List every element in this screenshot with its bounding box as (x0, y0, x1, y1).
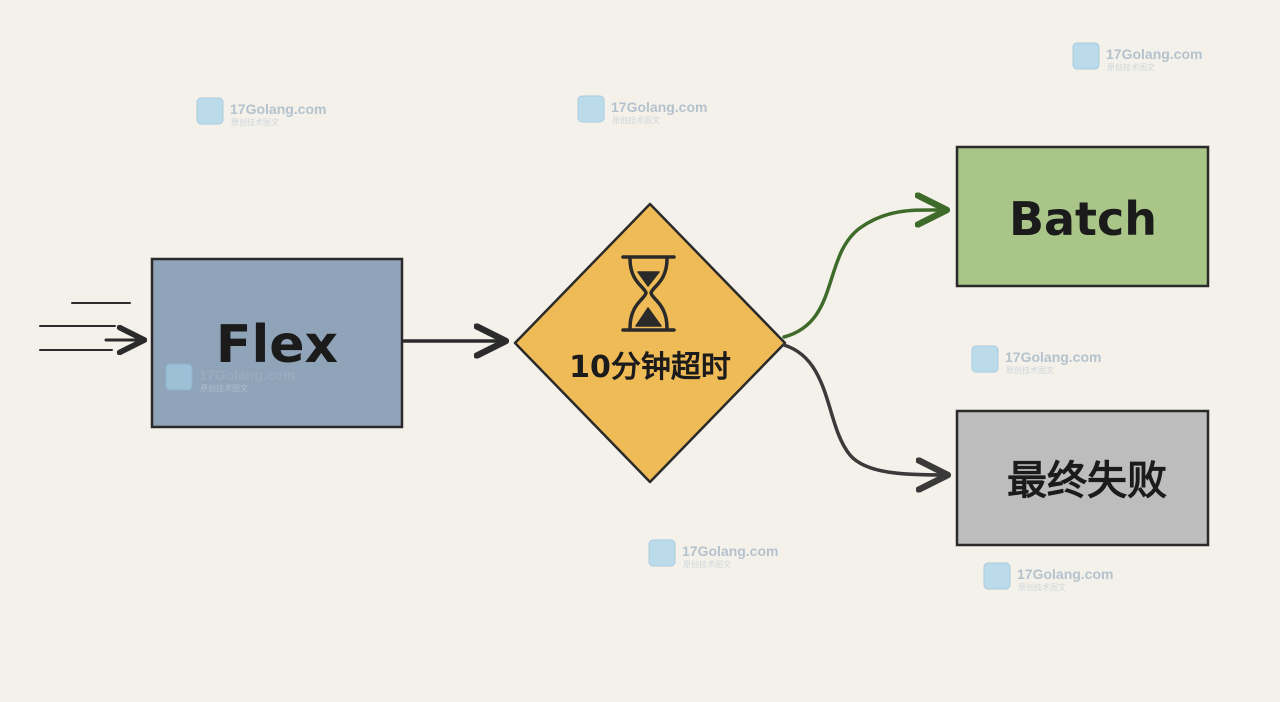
watermark-subtitle: 原创技术图文 (1018, 582, 1066, 592)
node-batch-label: Batch (1009, 192, 1157, 246)
watermark-subtitle: 原创技术图文 (612, 115, 660, 125)
watermark-subtitle: 原创技术图文 (200, 383, 248, 393)
node-flex-label: Flex (216, 315, 338, 375)
node-final-failure-box (955, 409, 1210, 547)
watermark-logo (196, 97, 224, 125)
edge-timeout-to-final-failure (782, 343, 945, 475)
watermark: 17Golang.com 原创技术图文 (165, 363, 295, 393)
node-timeout-diamond (513, 202, 787, 484)
watermark: 17Golang.com 原创技术图文 (983, 562, 1113, 592)
watermark-title: 17Golang.com (682, 543, 778, 559)
watermark: 17Golang.com 原创技术图文 (577, 95, 707, 125)
watermark-subtitle: 原创技术图文 (1006, 365, 1054, 375)
watermark: 17Golang.com 原创技术图文 (648, 539, 778, 569)
watermark-title: 17Golang.com (1106, 46, 1202, 62)
watermark: 17Golang.com 原创技术图文 (1072, 42, 1202, 72)
watermark-title: 17Golang.com (199, 367, 295, 383)
node-final-failure-label: 最终失败 (1007, 458, 1167, 504)
watermark-logo (577, 95, 605, 123)
node-flex-box (150, 257, 404, 429)
watermark-title: 17Golang.com (611, 99, 707, 115)
watermark-logo (1072, 42, 1100, 70)
node-final-failure: 最终失败 (955, 409, 1210, 547)
node-timeout-label: 10分钟超时 (569, 350, 731, 385)
hourglass-icon (621, 255, 676, 332)
watermark-logo (648, 539, 676, 567)
watermark-subtitle: 原创技术图文 (683, 559, 731, 569)
watermark: 17Golang.com 原创技术图文 (196, 97, 326, 127)
watermark-title: 17Golang.com (230, 101, 326, 117)
incoming-speed-lines (39, 302, 131, 351)
watermark-logo (983, 562, 1011, 590)
watermark-title: 17Golang.com (1005, 349, 1101, 365)
node-batch: Batch (955, 145, 1210, 288)
watermark-logo (971, 345, 999, 373)
watermark-subtitle: 原创技术图文 (231, 117, 279, 127)
watermark: 17Golang.com 原创技术图文 (971, 345, 1101, 375)
edge-timeout-to-batch (782, 210, 944, 339)
watermark-subtitle: 原创技术图文 (1107, 62, 1155, 72)
node-batch-box (955, 145, 1210, 288)
node-timeout: 10分钟超时 (513, 202, 787, 484)
node-flex: Flex (150, 257, 404, 429)
watermark-title: 17Golang.com (1017, 566, 1113, 582)
watermark-logo (165, 363, 193, 391)
